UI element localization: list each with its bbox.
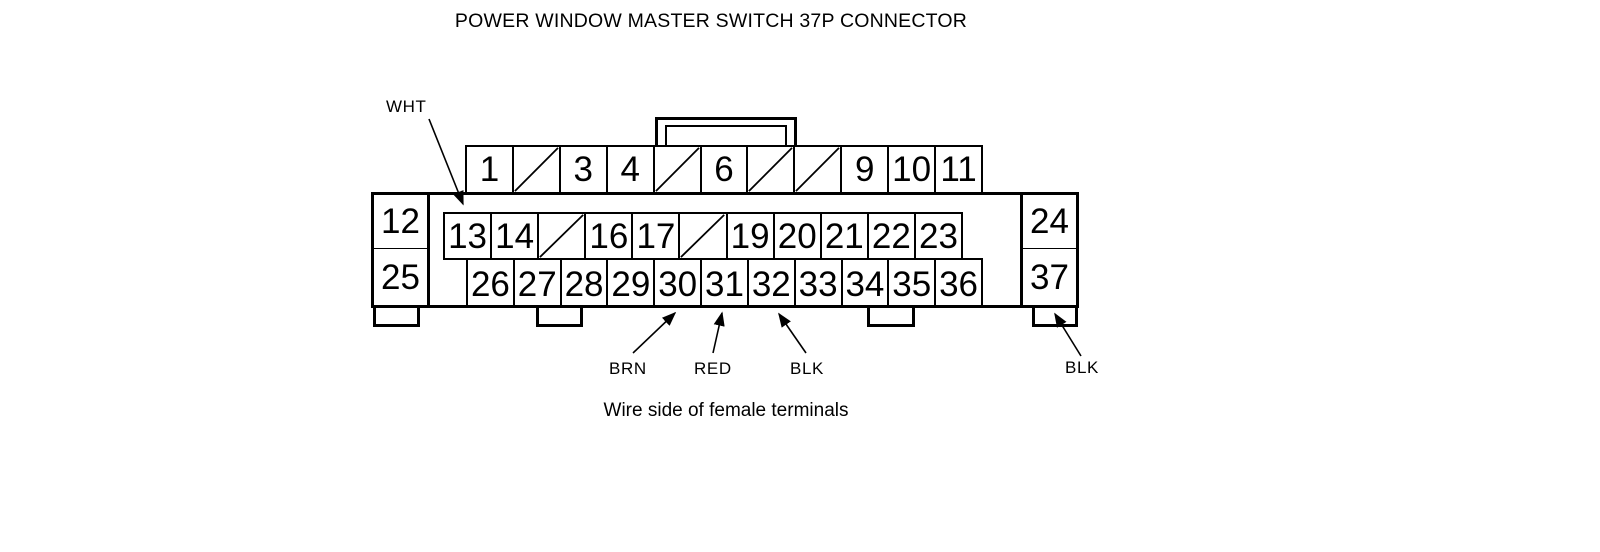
pin-cell-unused [539, 214, 587, 258]
pin-cell-30: 30 [655, 260, 703, 308]
pin-cell-25: 25 [371, 249, 430, 308]
wire-label-wht: WHT [386, 97, 427, 116]
wire-label-blk: BLK [790, 359, 824, 378]
pin-cell-unused [680, 214, 728, 258]
pin-cell-9: 9 [842, 147, 890, 192]
pin-cell-unused [748, 147, 796, 192]
pin-cell-19: 19 [728, 214, 775, 258]
diagram-caption: Wire side of female terminals [603, 400, 849, 421]
pin-cell-27: 27 [515, 260, 562, 308]
pin-cell-12: 12 [371, 192, 430, 251]
pin-cell-16: 16 [586, 214, 634, 258]
pin-cell-29: 29 [608, 260, 656, 308]
pin-cell-unused [655, 147, 702, 192]
mount-tab-1 [373, 308, 420, 327]
pin-cell-4: 4 [608, 147, 655, 192]
blk-arrow [778, 312, 807, 354]
wire-label-blk-right: BLK [1065, 358, 1099, 377]
mount-tab-2 [536, 308, 583, 327]
pin-cell-11: 11 [940, 150, 977, 189]
pin-cell-1: 1 [467, 147, 514, 192]
pin-cell-31: 31 [702, 260, 749, 308]
diagram-title: POWER WINDOW MASTER SWITCH 37P CONNECTOR [454, 10, 968, 32]
pin-cell-3: 3 [561, 147, 608, 192]
pin-cell-24: 24 [1020, 192, 1079, 251]
pin-cell-35: 35 [889, 260, 937, 308]
wire-label-brn: BRN [609, 359, 647, 378]
pin-cell-37: 37 [1020, 249, 1079, 308]
pin-cell-28: 28 [562, 260, 609, 308]
pin-cell-10: 10 [889, 147, 937, 192]
connector-latch-inner [665, 125, 787, 147]
pin-cell-32: 32 [749, 260, 796, 308]
red-arrow [712, 311, 725, 354]
connector-body-outline [371, 192, 1079, 308]
pin-cell-unused [514, 147, 561, 192]
pin-cell-6: 6 [702, 147, 749, 192]
pin-cell-unused [795, 147, 843, 192]
pin-cell-36: 36 [939, 264, 978, 304]
pin-cell-21: 21 [822, 214, 869, 258]
pin-cell-17: 17 [633, 214, 681, 258]
mount-tab-4 [1032, 308, 1078, 327]
brn-arrow [632, 311, 677, 354]
pin-cell-34: 34 [843, 260, 890, 308]
pin-cell-14: 14 [492, 214, 540, 258]
pin-cell-33: 33 [796, 260, 843, 308]
mount-tab-3 [867, 308, 915, 327]
pin-cell-26: 26 [468, 260, 515, 308]
pin-cell-13: 13 [445, 214, 493, 258]
pin-cell-20: 20 [775, 214, 822, 258]
pin-cell-22: 22 [869, 214, 916, 258]
connector-latch [655, 117, 797, 147]
wire-label-red: RED [694, 359, 732, 378]
pin-cell-23: 23 [919, 216, 958, 256]
